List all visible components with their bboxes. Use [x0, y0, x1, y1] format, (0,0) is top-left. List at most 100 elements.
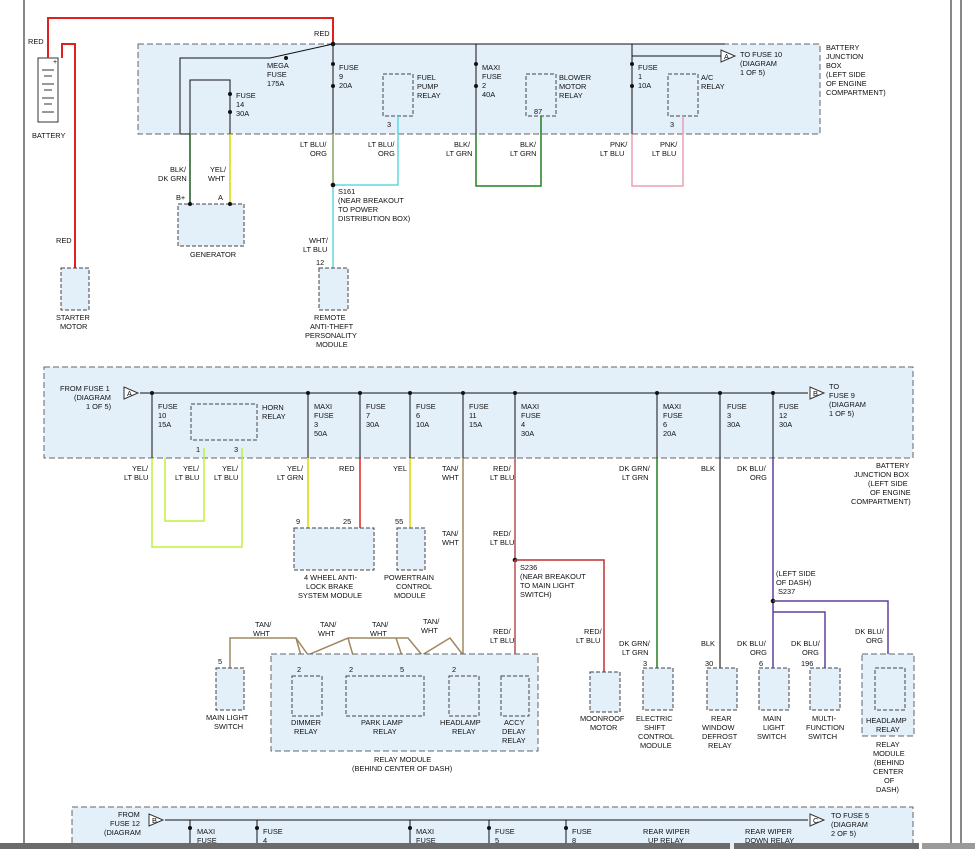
w-pnk-ltblu-1: PNK/LT BLU	[600, 140, 628, 158]
w-tan-b: TAN/WHT	[318, 620, 337, 638]
svg-text:+: +	[53, 59, 57, 66]
fuel-pump-relay-box	[382, 73, 414, 117]
pin-9: 9	[296, 517, 300, 526]
pin-bplus: B+	[176, 193, 185, 202]
battery-junction-box-mid	[43, 366, 914, 459]
w-red-abs: RED	[339, 464, 355, 473]
main-light-switch-box	[215, 667, 245, 711]
w-dkblu-org-1: DK BLU/ORG	[737, 464, 767, 482]
w-yel-ltblu-2: YEL/LT BLU	[175, 464, 200, 482]
w-red-ltblu-2: RED/LT BLU	[490, 529, 514, 547]
battery-label: BATTERY	[32, 131, 65, 140]
w-ltblu-org-2: LT BLU/ORG	[368, 140, 395, 158]
headlamp-relay-box	[448, 675, 480, 717]
wire-pnk-ltblu	[631, 116, 684, 187]
multifunction-switch-box	[809, 667, 841, 711]
w-ltblu-org-1: LT BLU/ORG	[300, 140, 327, 158]
wire-label-red-starter: RED	[56, 236, 72, 245]
pin-a: A	[218, 193, 223, 202]
w-blk-ltgrn-2: BLK/LT GRN	[510, 140, 537, 158]
splice-s161	[330, 182, 336, 188]
wire-dkblu-org-mfs	[773, 611, 826, 668]
wire-red-ltblu-moonroof	[515, 559, 605, 672]
moonroof-motor-box	[589, 671, 621, 713]
generator-box	[177, 203, 245, 247]
wire-red-battery	[47, 17, 334, 58]
w-pnk-ltblu-2: PNK/LT BLU	[652, 140, 678, 158]
wire-yel-ltblu-loop	[164, 448, 205, 522]
horn-pin3: 3	[234, 445, 238, 454]
w-tan-a: TAN/WHT	[253, 620, 272, 638]
wire-label-red-left: RED	[28, 37, 44, 46]
horn-pin1: 1	[196, 445, 200, 454]
taskbar-strip-right	[922, 843, 975, 849]
pin-2-dimmer: 2	[297, 665, 301, 674]
park-lamp-relay-box	[345, 675, 425, 717]
wire-dkblu-org-headlamp	[773, 600, 889, 668]
connector-b-mid-label: B	[813, 389, 818, 398]
ac-relay-box	[667, 73, 699, 117]
w-dkblu-org-4: DK BLU/ORG	[855, 627, 885, 645]
pcm-box	[396, 527, 426, 571]
w-red-ltblu-4: RED/LT BLU	[576, 627, 603, 645]
blower-motor-relay-box	[525, 73, 557, 117]
pin-5-park: 5	[400, 665, 404, 674]
connector-b-bottom	[148, 813, 165, 827]
w-tan-c: TAN/WHT	[370, 620, 389, 638]
connector-a-mid-label: A	[127, 389, 132, 398]
w-yel-wht: YEL/WHT	[208, 165, 227, 183]
fuse-drops	[150, 391, 775, 458]
pin-87a: 87	[534, 107, 542, 116]
headlamp-relay2-box	[874, 667, 906, 711]
pin-2-park: 2	[349, 665, 353, 674]
wire-blk-ltgrn	[475, 116, 542, 187]
battery-junction-box-top	[137, 43, 821, 135]
esc-module-box	[642, 667, 674, 711]
generator-label: GENERATOR	[190, 250, 236, 259]
main-light-switch2-box	[758, 667, 790, 711]
connector-c-bottom	[809, 813, 826, 827]
taskbar-strip-left	[0, 843, 730, 849]
wire-ltblu-org-2	[333, 116, 399, 186]
pin-55: 55	[395, 517, 403, 526]
pin-5-mls: 5	[218, 657, 222, 666]
connector-a-mid	[123, 386, 140, 400]
pin-196: 196	[801, 659, 813, 668]
pin-3b: 3	[670, 120, 674, 129]
w-tan-wht-2: TAN/WHT	[442, 529, 459, 547]
w-red-ltblu-3: RED/LT BLU	[490, 627, 514, 645]
